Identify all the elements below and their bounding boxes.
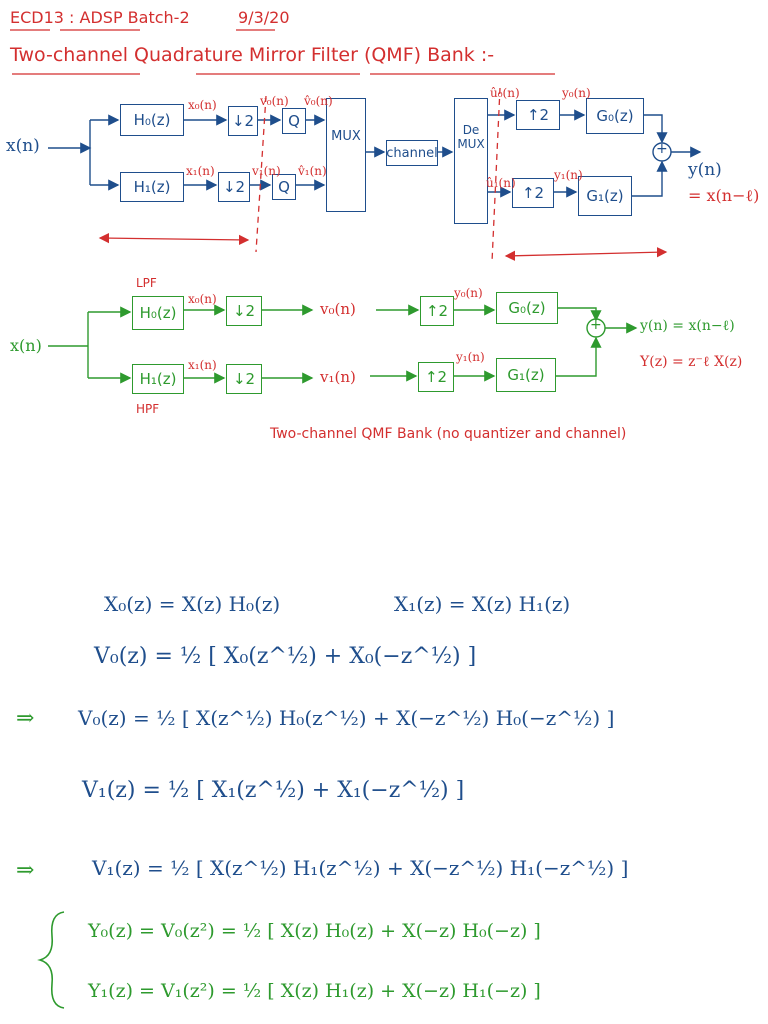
output-equation-label: = x(n−ℓ)	[688, 186, 760, 205]
downsampler-1-block: ↓2	[218, 172, 250, 202]
output-signal-label: y(n)	[688, 160, 722, 180]
equation-v0-a: V₀(z) = ½ [ X₀(z^½) + X₀(−z^½) ]	[94, 644, 477, 669]
equation-y1: Y₁(z) = V₁(z²) = ½ [ X(z) H₁(z) + X(−z) …	[88, 980, 541, 1002]
u0-hat-label: û₀(n)	[490, 86, 520, 100]
lpf-label: LPF	[136, 276, 157, 290]
implies-arrow-2: ⇒	[16, 858, 35, 883]
implies-arrow-1: ⇒	[16, 706, 35, 731]
adder-plus-sign-2: +	[590, 317, 602, 333]
v0-signal-label: v₀(n)	[260, 94, 289, 108]
x1-signal-label: x₁(n)	[186, 164, 215, 178]
channel-block: channel	[386, 140, 438, 166]
upsampler-1-block-2: ↑2	[418, 362, 454, 392]
equation-v0-b: V₀(z) = ½ [ X(z^½) H₀(z^½) + X(−z^½) H₀(…	[78, 706, 615, 730]
v1-signal-label-2: v₁(n)	[320, 368, 356, 386]
g0-filter-block-2: G₀(z)	[496, 292, 558, 324]
h1-filter-block-2: H₁(z)	[132, 364, 184, 394]
x1-signal-label-2: x₁(n)	[188, 358, 217, 372]
u1-hat-label: û₁(n)	[486, 176, 516, 190]
output-z-domain-label: Y(z) = z⁻ℓ X(z)	[640, 354, 743, 370]
x0-signal-label-2: x₀(n)	[188, 292, 217, 306]
y0-signal-label: y₀(n)	[562, 86, 591, 100]
g1-filter-block-2: G₁(z)	[496, 358, 556, 392]
diagram-caption: Two-channel QMF Bank (no quantizer and c…	[270, 426, 627, 442]
output-signal-label-2: y(n) = x(n−ℓ)	[640, 318, 735, 334]
upsampler-0-block-2: ↑2	[420, 296, 454, 326]
equation-x0: X₀(z) = X(z) H₀(z)	[104, 592, 281, 616]
upsampler-0-block: ↑2	[516, 100, 560, 130]
demux-block: De MUX	[454, 98, 488, 224]
quantizer-1-block: Q	[272, 174, 296, 200]
downsampler-1-block-2: ↓2	[226, 364, 262, 394]
downsampler-0-block: ↓2	[228, 106, 258, 136]
hpf-label: HPF	[136, 402, 160, 416]
adder-plus-sign: +	[656, 141, 668, 157]
h1-filter-block: H₁(z)	[120, 172, 184, 202]
x0-signal-label: x₀(n)	[188, 98, 217, 112]
equation-v1-a: V₁(z) = ½ [ X₁(z^½) + X₁(−z^½) ]	[82, 778, 465, 803]
downsampler-0-block-2: ↓2	[226, 296, 262, 326]
h0-filter-block-2: H₀(z)	[132, 296, 184, 330]
upsampler-1-block: ↑2	[512, 178, 554, 208]
y1-signal-label-2: y₁(n)	[456, 350, 485, 364]
equation-x1: X₁(z) = X(z) H₁(z)	[394, 592, 571, 616]
date-header: 9/3/20	[238, 8, 290, 27]
input-signal-label-2: x(n)	[10, 336, 42, 355]
y0-signal-label-2: y₀(n)	[454, 286, 483, 300]
equation-v1-b: V₁(z) = ½ [ X(z^½) H₁(z^½) + X(−z^½) H₁(…	[92, 856, 629, 880]
mux-block: MUX	[326, 98, 366, 212]
g0-filter-block: G₀(z)	[586, 98, 644, 134]
course-header: ECD13 : ADSP Batch-2	[10, 8, 190, 27]
g1-filter-block: G₁(z)	[578, 176, 632, 216]
page-title: Two-channel Quadrature Mirror Filter (QM…	[10, 44, 495, 66]
h0-filter-block: H₀(z)	[120, 104, 184, 136]
quantizer-0-block: Q	[282, 108, 306, 134]
input-signal-label: x(n)	[6, 136, 40, 156]
v0-signal-label-2: v₀(n)	[320, 300, 356, 318]
equation-y0: Y₀(z) = V₀(z²) = ½ [ X(z) H₀(z) + X(−z) …	[88, 920, 541, 942]
v0-hat-label: v̂₀(n)	[304, 94, 333, 108]
y1-signal-label: y₁(n)	[554, 168, 583, 182]
v1-hat-label: v̂₁(n)	[298, 164, 327, 178]
v1-signal-label: v₁(n)	[252, 164, 281, 178]
